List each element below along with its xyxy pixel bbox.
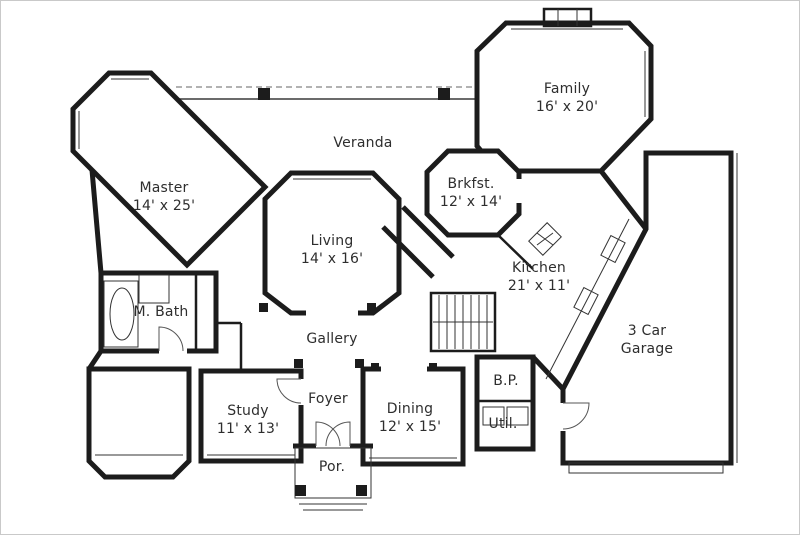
opening-bath — [159, 347, 187, 355]
wall-master-bath — [98, 270, 219, 354]
veranda-post-right — [438, 88, 450, 100]
room-label-family: Family 16' x 20' — [536, 80, 598, 116]
gallery-post-right — [367, 303, 376, 312]
front-door-right-arc — [325, 421, 351, 447]
room-label-breakfast: Brkfst. 12' x 14' — [440, 175, 502, 211]
porch-slab — [294, 447, 372, 499]
room-label-porch: Por. — [319, 458, 345, 476]
kitchen-island-cross — [536, 232, 554, 246]
wall-gallery-stub — [216, 321, 243, 369]
room-name: Por. — [318, 458, 346, 475]
room-name: Gallery — [306, 330, 358, 347]
room-name: Brkfst. — [447, 175, 495, 192]
room-label-util: Util. — [489, 415, 518, 433]
opening-garage — [560, 403, 566, 431]
opening-living — [306, 309, 358, 317]
room-label-master-bath: M. Bath — [134, 303, 189, 321]
water-closet — [138, 274, 170, 304]
room-label-bp: B.P. — [493, 372, 519, 390]
wall-stairwell — [429, 291, 497, 353]
wall-breakfast-kitchen — [497, 234, 534, 270]
room-name: Veranda — [333, 134, 393, 151]
room-dims: 12' x 15' — [378, 419, 442, 435]
room-dims: 16' x 20' — [535, 99, 599, 115]
chimney — [542, 7, 593, 28]
dryer-icon — [506, 406, 529, 426]
room-label-kitchen: Kitchen 21' x 11' — [508, 259, 570, 295]
opening-study — [298, 379, 304, 405]
room-label-gallery: Gallery — [306, 330, 357, 348]
bathtub-icon — [109, 287, 135, 341]
study-door-arc — [276, 378, 302, 404]
bathtub-platform — [103, 280, 139, 348]
room-name: Dining — [386, 400, 434, 417]
kitchen-appliance-1 — [573, 286, 599, 316]
posts — [258, 88, 450, 496]
room-name: Family — [543, 80, 591, 97]
room-name: Study — [227, 402, 269, 419]
wall-master — [70, 70, 269, 269]
porch-steps — [299, 503, 367, 511]
room-dims: 12' x 14' — [439, 194, 503, 210]
room-name: Foyer — [308, 390, 348, 407]
wall-connectors — [86, 169, 648, 449]
room-name: Master — [139, 179, 189, 196]
wall-living — [262, 170, 402, 316]
room-dims: 14' x 16' — [300, 251, 364, 267]
wall-study — [198, 368, 304, 464]
room-dims: 14' x 25' — [132, 198, 196, 214]
room-label-garage: 3 Car Garage — [612, 322, 682, 358]
room-name: Living — [310, 232, 354, 249]
room-label-living: Living 14' x 16' — [301, 232, 363, 268]
door-arcs — [158, 326, 590, 447]
bath-door-arc — [158, 326, 184, 352]
gallery-post-left — [259, 303, 268, 312]
room-label-foyer: Foyer — [308, 390, 348, 408]
room-label-veranda: Veranda — [333, 134, 392, 152]
garage-door-arc — [562, 402, 590, 430]
wall-sitting-room — [86, 366, 192, 480]
room-name: B.P. — [493, 372, 519, 389]
opening-dining — [381, 365, 427, 373]
room-name: Util. — [488, 415, 518, 432]
room-label-study: Study 11' x 13' — [217, 402, 279, 438]
veranda-lines — [176, 86, 477, 100]
dining-post-right — [429, 363, 437, 371]
foyer-post-right — [355, 359, 364, 368]
kitchen-appliance-2 — [600, 234, 626, 264]
foyer-post-left — [294, 359, 303, 368]
window-lines — [78, 28, 646, 459]
porch-column-left — [295, 485, 306, 496]
door-openings — [159, 179, 566, 431]
kitchen-island — [528, 222, 562, 256]
room-label-master: Master 14' x 25' — [133, 179, 195, 215]
room-dims: 21' x 11' — [507, 278, 571, 294]
garage-door-trim — [568, 462, 724, 474]
room-name: 3 Car Garage — [620, 322, 674, 357]
interior-walls — [194, 7, 593, 403]
porch-column-right — [356, 485, 367, 496]
exterior-walls — [70, 20, 734, 480]
fixtures — [78, 9, 738, 511]
wall-dining — [360, 366, 466, 467]
room-label-dining: Dining 12' x 15' — [379, 400, 441, 436]
front-door-left-arc — [315, 421, 341, 447]
room-dims: 11' x 13' — [216, 421, 280, 437]
veranda-post-left — [258, 88, 270, 100]
room-name: M. Bath — [133, 303, 189, 320]
dining-post-left — [371, 363, 379, 371]
opening-breakfast — [516, 179, 522, 203]
wall-utility-block — [474, 354, 536, 452]
washer-icon — [482, 406, 505, 426]
chimney-flues — [557, 9, 578, 26]
room-name: Kitchen — [511, 259, 567, 276]
kitchen-counter-edge — [545, 218, 630, 380]
